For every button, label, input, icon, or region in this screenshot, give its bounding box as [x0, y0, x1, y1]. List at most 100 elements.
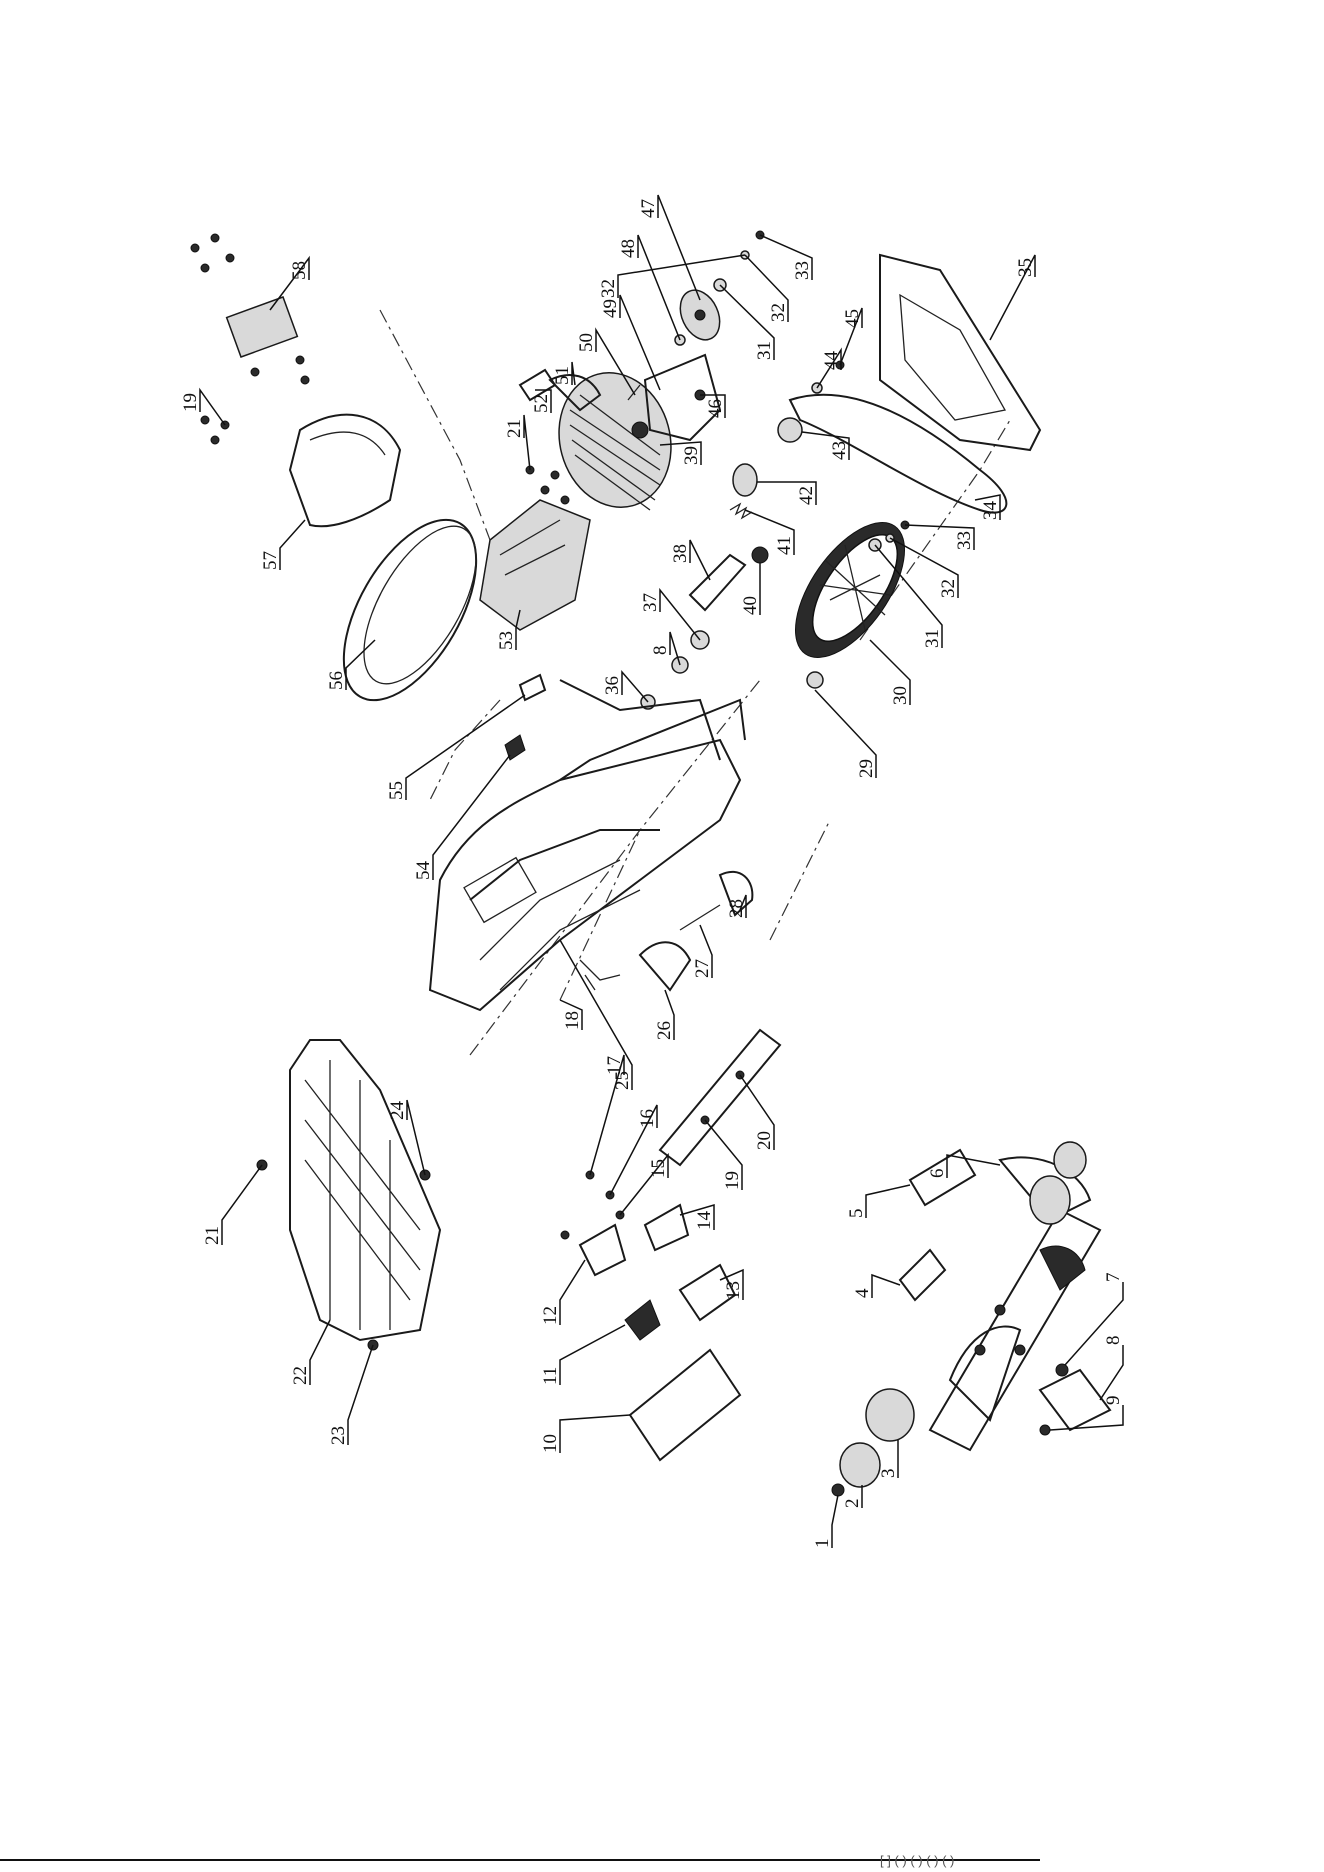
svg-text:26: 26: [654, 1021, 675, 1040]
svg-text:31: 31: [922, 629, 943, 648]
part-2: [840, 1443, 880, 1487]
svg-text:14: 14: [694, 1211, 715, 1231]
svg-text:12: 12: [540, 1306, 561, 1325]
svg-text:24: 24: [387, 1101, 408, 1121]
svg-text:42: 42: [796, 486, 817, 505]
callout-42: 42: [757, 482, 817, 505]
svg-text:43: 43: [829, 441, 850, 460]
svg-text:6: 6: [927, 1169, 948, 1179]
svg-text:33: 33: [792, 261, 813, 280]
svg-text:19: 19: [722, 1171, 743, 1190]
callout-54: 54: [413, 755, 510, 880]
svg-text:5: 5: [846, 1209, 867, 1219]
part-30-wheel: [774, 504, 926, 675]
callout-44: 44: [817, 350, 842, 388]
svg-text:21: 21: [202, 1226, 223, 1245]
svg-text:56: 56: [326, 671, 347, 690]
callout-47: 47: [638, 195, 700, 300]
svg-text:32: 32: [938, 579, 959, 598]
callout-4: 4: [852, 1275, 900, 1298]
part-42: [733, 464, 757, 496]
part-1: [832, 1484, 844, 1496]
part-35-belt-cover: [880, 255, 1040, 450]
svg-text:51: 51: [552, 366, 573, 385]
svg-text:29: 29: [856, 759, 877, 778]
svg-text:11: 11: [540, 1367, 561, 1385]
callout-27: 27: [692, 925, 713, 978]
svg-text:22: 22: [290, 1366, 311, 1385]
part-6: [1040, 1246, 1085, 1290]
svg-text:34: 34: [980, 501, 1001, 521]
svg-text:57: 57: [260, 551, 281, 570]
svg-text:32: 32: [598, 279, 619, 298]
part-9: [1040, 1425, 1050, 1435]
footer-text: [ ] ( ) ( ) ( ) ( ): [880, 1853, 954, 1868]
svg-text:46: 46: [705, 399, 726, 418]
svg-text:41: 41: [774, 536, 795, 555]
part-43: [778, 418, 802, 442]
svg-text:18: 18: [562, 1011, 583, 1030]
svg-text:4: 4: [852, 1288, 873, 1298]
callout-51: 51: [552, 362, 575, 385]
svg-text:39: 39: [681, 446, 702, 465]
callout-58: 58: [270, 258, 310, 310]
callout-12: 12: [540, 1260, 585, 1325]
callout-6: 6: [927, 1155, 1000, 1178]
svg-text:36: 36: [602, 676, 623, 695]
svg-text:48: 48: [618, 239, 639, 258]
page-footer: [ ] ( ) ( ) ( ) ( ): [0, 1853, 1324, 1872]
part-4: [900, 1250, 945, 1300]
svg-text:55: 55: [386, 781, 407, 800]
svg-text:23: 23: [328, 1426, 349, 1445]
svg-text:21: 21: [504, 419, 525, 438]
callout-2: 2: [842, 1485, 863, 1508]
callout-30: 30: [870, 640, 911, 705]
callout-9: 9: [1050, 1396, 1124, 1431]
svg-text:38: 38: [670, 544, 691, 563]
callout-29: 29: [815, 690, 877, 778]
part-12: [580, 1225, 625, 1275]
callout-8: 8: [1100, 1336, 1124, 1401]
callout-38: 38: [670, 540, 710, 580]
callout-18: 18: [560, 1000, 583, 1030]
part-53-block: [480, 500, 590, 630]
svg-text:8: 8: [1103, 1336, 1124, 1346]
svg-text:52: 52: [531, 394, 552, 413]
svg-text:37: 37: [640, 593, 661, 612]
part-26: [640, 942, 690, 990]
callout-56: 56: [326, 640, 375, 690]
callout-32-top: 32: [598, 255, 745, 298]
part-lower-assembly: [832, 1142, 1110, 1496]
svg-text:10: 10: [540, 1434, 561, 1453]
svg-text:16: 16: [637, 1109, 658, 1128]
part-14: [645, 1205, 688, 1250]
svg-text:49: 49: [600, 299, 621, 318]
svg-text:47: 47: [638, 199, 659, 218]
callout-45: 45: [840, 308, 863, 365]
svg-text:50: 50: [576, 333, 597, 352]
svg-text:31: 31: [754, 341, 775, 360]
svg-text:20: 20: [754, 1131, 775, 1150]
callout-13: 13: [720, 1270, 744, 1300]
callout-40: 40: [740, 563, 761, 615]
callout-34: 34: [975, 495, 1001, 520]
callout-35: 35: [990, 255, 1036, 340]
part-29: [807, 672, 823, 688]
svg-text:9: 9: [1103, 1396, 1124, 1406]
callout-43: 43: [802, 432, 850, 460]
part-34-belt: [790, 395, 1006, 513]
svg-text:53: 53: [496, 631, 517, 650]
part-3: [866, 1389, 914, 1441]
svg-text:19: 19: [180, 393, 201, 412]
callout-16: 16: [610, 1105, 658, 1195]
svg-text:30: 30: [890, 686, 911, 705]
callout-55: 55: [386, 695, 525, 800]
svg-text:1: 1: [812, 1539, 833, 1549]
svg-text:33: 33: [954, 531, 975, 550]
svg-text:25: 25: [612, 1071, 633, 1090]
part-22-side-cover: [290, 1040, 440, 1340]
parts-artwork: [191, 231, 1110, 1496]
callout-11: 11: [540, 1325, 625, 1385]
callout-7: 7: [1065, 1273, 1124, 1366]
